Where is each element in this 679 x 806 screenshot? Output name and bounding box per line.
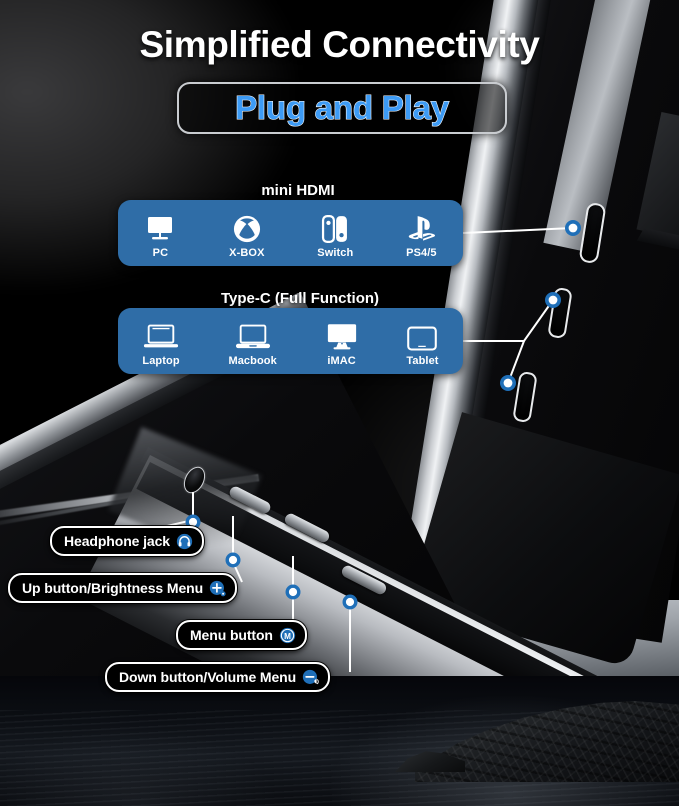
hdmi-device-panel: PC X-BOX Switch P [118, 200, 463, 266]
hdmi-device-playstation-label: PS4/5 [406, 247, 437, 259]
typec-device-panel: Laptop Macbook iMAC Tablet [118, 308, 463, 374]
xbox-icon [233, 215, 260, 243]
typec-device-macbook[interactable]: Macbook [226, 308, 278, 374]
typec-device-tablet-label: Tablet [406, 355, 439, 367]
hdmi-device-switch-label: Switch [317, 247, 354, 259]
callout-up-button[interactable]: Up button/Brightness Menu [8, 573, 238, 603]
water-highlight-left [0, 726, 280, 806]
subtitle-text: Plug and Play [235, 88, 450, 126]
brightness-plus-icon [209, 580, 226, 596]
page-title: Simplified Connectivity [139, 24, 540, 65]
tablet-icon [407, 326, 438, 351]
headphone-icon [176, 533, 193, 549]
volume-minus-icon [302, 669, 319, 684]
typec-device-macbook-label: Macbook [228, 355, 277, 367]
typec-device-imac-label: iMAC [327, 355, 356, 367]
typec-device-laptop[interactable]: Laptop [140, 308, 181, 374]
hdmi-panel-title: mini HDMI [261, 182, 335, 199]
typec-device-imac[interactable]: iMAC [324, 308, 360, 374]
macbook-icon [235, 324, 270, 349]
typec-device-laptop-label: Laptop [142, 355, 180, 367]
hdmi-device-playstation[interactable]: PS4/5 [404, 200, 438, 266]
playstation-icon [409, 216, 436, 241]
imac-icon [327, 324, 356, 350]
callout-headphone-jack-label: Headphone jack [64, 533, 170, 549]
menu-m-icon: M [279, 627, 296, 643]
typec-device-tablet[interactable]: Tablet [404, 308, 440, 374]
callout-menu-button-label: Menu button [190, 627, 273, 643]
hdmi-device-switch[interactable]: Switch [315, 200, 355, 266]
laptop-icon [143, 324, 179, 348]
hdmi-device-pc-label: PC [152, 247, 169, 259]
hdmi-device-xbox[interactable]: X-BOX [227, 200, 266, 266]
callout-headphone-jack[interactable]: Headphone jack [50, 526, 204, 556]
svg-text:M: M [284, 631, 291, 640]
subtitle-badge: Plug and Play [177, 82, 507, 134]
switch-icon [322, 215, 348, 243]
callout-up-button-label: Up button/Brightness Menu [22, 580, 204, 596]
callout-down-button-label: Down button/Volume Menu [119, 669, 297, 685]
hdmi-device-xbox-label: X-BOX [229, 247, 265, 259]
monitor-icon [148, 217, 173, 240]
callout-menu-button[interactable]: Menu button M [176, 620, 307, 650]
hdmi-device-pc[interactable]: PC [142, 200, 178, 266]
typec-panel-title: Type-C (Full Function) [220, 290, 380, 307]
callout-down-button[interactable]: Down button/Volume Menu [105, 662, 331, 692]
